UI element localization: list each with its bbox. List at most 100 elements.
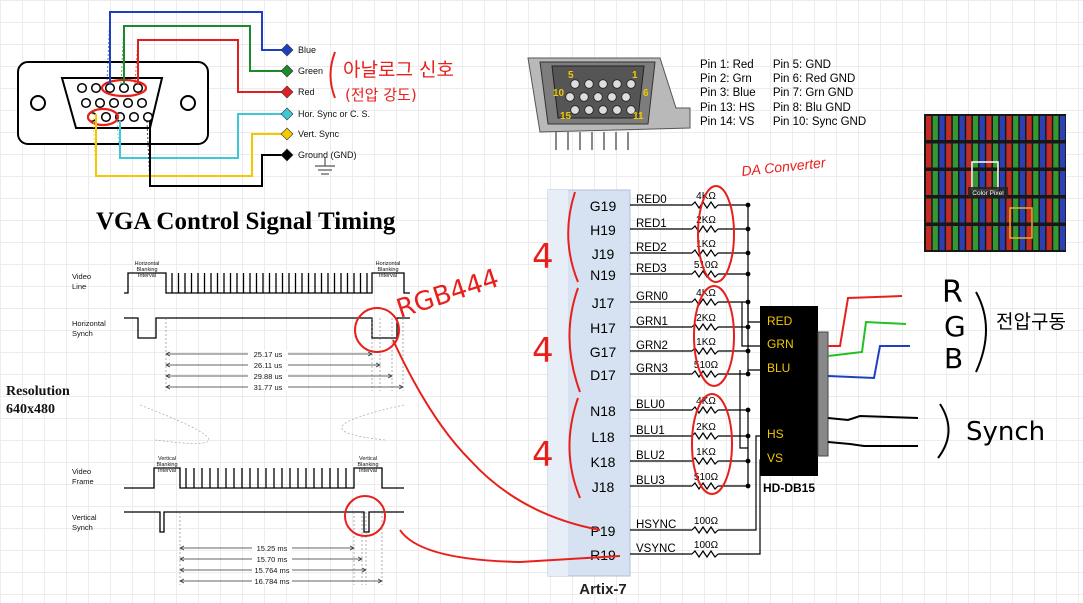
signal-name: GRN3: [636, 363, 668, 375]
resistor-value: 1KΩ: [696, 447, 716, 458]
fpga-pin: H17: [590, 320, 616, 336]
connector-pin: [136, 97, 148, 109]
fpga-name: Artix-7: [579, 581, 627, 598]
pin-table-row: Pin 13: HS: [700, 101, 755, 114]
db15-name: HD-DB15: [763, 481, 815, 495]
row-label: Line: [72, 282, 86, 291]
row-label: Video: [72, 272, 91, 281]
row-label: Synch: [72, 523, 93, 532]
connector-pin-number: 15: [560, 111, 572, 122]
signal-name: RED2: [636, 242, 667, 254]
db15-pin-label: GRN: [767, 337, 794, 351]
duration-label: 25.17 us: [254, 350, 283, 359]
signal-name: VSYNC: [636, 543, 676, 555]
resolution-label-text: Resolution: [6, 384, 70, 399]
synch-annotation: Synch: [966, 417, 1045, 447]
pin-table-row: Pin 14: VS: [700, 115, 755, 128]
bit-count-annotation: 4: [532, 435, 554, 475]
db15-pin-label: HS: [767, 427, 784, 441]
fpga-pin: J17: [592, 295, 615, 311]
resistor-symbol: [691, 200, 719, 210]
da-converter-annotation: DA Converter: [741, 154, 828, 179]
connector-pin: [76, 82, 88, 94]
resistor-value: 510Ω: [694, 472, 719, 483]
signal-name: BLU3: [636, 475, 665, 487]
row-label: Vertical: [72, 513, 97, 522]
diamond-icon: [280, 43, 294, 57]
pin-table-row: Pin 8: Blu GND: [772, 101, 851, 114]
diamond-icon: [280, 107, 294, 121]
connector-pin: [80, 97, 92, 109]
signal-name: HSYNC: [636, 519, 676, 531]
resistor-value: 100Ω: [694, 516, 719, 527]
blanking-label: Blanking: [377, 267, 398, 273]
resistor-symbol: [691, 297, 719, 307]
blanking-label: Horizontal: [135, 261, 160, 267]
resistor-symbol: [691, 525, 719, 535]
connector-pin-number: 10: [553, 88, 565, 99]
resistor-value: 4KΩ: [696, 288, 716, 299]
connector-pin: [94, 97, 106, 109]
pin-table-row: Pin 2: Grn: [700, 73, 752, 86]
analog-signal-annotation: 아날로그 신호: [343, 59, 454, 81]
db15-pin-label: VS: [767, 451, 783, 465]
connector-pin: [132, 82, 144, 94]
duration-label: 15.70 ms: [257, 555, 288, 564]
signal-name: GRN2: [636, 340, 668, 352]
fpga-pin: L18: [591, 429, 615, 445]
signal-name: BLU0: [636, 399, 665, 411]
signal-label: Green: [298, 66, 323, 76]
r-annotation: R: [942, 275, 963, 310]
connector-pin-number: 1: [632, 70, 638, 81]
timing-title: VGA Control Signal Timing: [96, 208, 396, 235]
signal-label: Ground (GND): [298, 150, 357, 160]
connector-pin: [104, 82, 116, 94]
resolution-label: Resolution 640x480: [6, 383, 70, 419]
connector-pin: [90, 82, 102, 94]
blanking-label: Vertical: [359, 456, 377, 462]
blanking-label: Vertical: [158, 456, 176, 462]
signal-label: Vert. Sync: [298, 129, 340, 139]
resistor-value: 510Ω: [694, 260, 719, 271]
fpga-pin: K18: [591, 454, 616, 470]
blanking-label: Horizontal: [376, 261, 401, 267]
color-pixel-label: Color Pixel: [972, 190, 1004, 197]
diamond-icon: [280, 64, 294, 78]
resistor-value: 2KΩ: [696, 313, 716, 324]
signal-name: RED1: [636, 218, 667, 230]
diamond-icon: [280, 127, 294, 141]
signal-wire: [95, 114, 282, 177]
b-annotation: B: [944, 342, 963, 375]
g-annotation: G: [944, 310, 966, 343]
ground-symbol: [315, 157, 335, 175]
db15-connector-image: 5 1 10 6 15 11: [527, 57, 691, 150]
connector-signal-wires: [92, 11, 282, 187]
resistor-symbol: [691, 481, 719, 491]
resistor-value: 4KΩ: [696, 191, 716, 202]
fpga-pin: H19: [590, 222, 616, 238]
fpga-pin: D17: [590, 367, 616, 383]
connector-pin: [118, 82, 130, 94]
resistor-value: 100Ω: [694, 540, 719, 551]
resistor-symbol: [691, 322, 719, 332]
fpga-pin: J18: [592, 479, 615, 495]
connector-pin: [142, 111, 154, 123]
row-label: Video: [72, 467, 91, 476]
signal-name: GRN1: [636, 316, 668, 328]
pin-table-row: Pin 10: Sync GND: [772, 115, 867, 128]
connector-pin: [100, 111, 112, 123]
fpga-pin: P19: [591, 523, 616, 539]
voltage-level-annotation: 전압구동: [996, 311, 1066, 333]
resistor-symbol: [691, 431, 719, 441]
resistor-symbol: [691, 369, 719, 379]
resistor-value: 510Ω: [694, 360, 719, 371]
vga-connector-drawing: [17, 61, 209, 145]
blanking-label: Interval: [158, 468, 176, 474]
resistor-symbol: [691, 224, 719, 234]
resistor-symbol: [691, 405, 719, 415]
fpga-pin: G17: [590, 344, 617, 360]
duration-label: 31.77 us: [254, 383, 283, 392]
resistor-value: 2KΩ: [696, 215, 716, 226]
resistor-value: 1KΩ: [696, 239, 716, 250]
